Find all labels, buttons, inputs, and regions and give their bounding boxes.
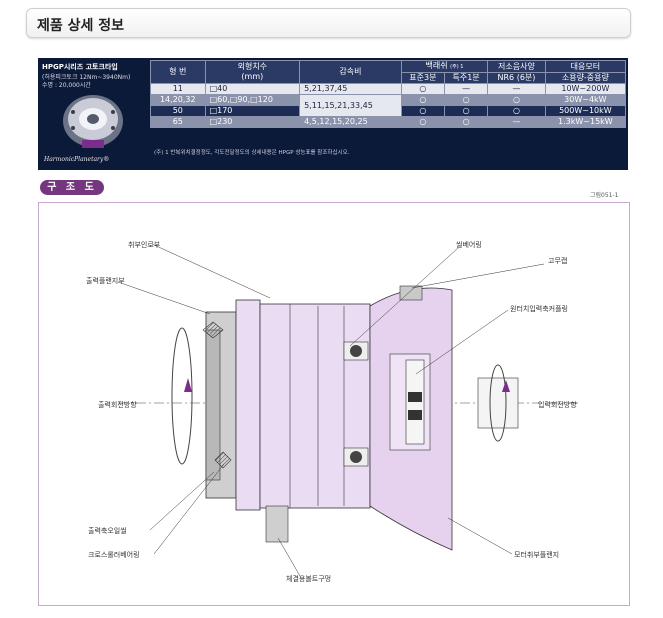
- table-row: 14,20,32 □60,□90,□120 5,11,15,21,33,45 ○…: [150, 94, 627, 117]
- output-seal: [202, 321, 224, 339]
- torque-range: (허용피크토크 12Nm~3940Nm): [42, 74, 131, 81]
- label-output-seal: 출력축오일씰: [88, 527, 127, 535]
- label-rubber-cap: 고무캡: [548, 257, 568, 265]
- section-title: 제품 상세 정보: [37, 18, 125, 34]
- housing-body: [259, 303, 371, 509]
- cross-roller: [214, 451, 232, 469]
- output-rotation-arrow: [171, 327, 193, 465]
- product-photo: [63, 95, 123, 148]
- header-nr6: NR6 (6분): [487, 72, 546, 84]
- cross-section-diagram: [117, 243, 578, 577]
- series-name: HPGP시리즈 고토크타입: [42, 63, 118, 71]
- label-output-flange: 출력플랜지부: [86, 277, 125, 285]
- product-panel: HPGP시리즈 고토크타입 (허용피크토크 12Nm~3940Nm) 수명 : …: [38, 58, 150, 170]
- header-low-noise: 저소음사양: [487, 60, 546, 73]
- label-output-rotation: 출력회전방향: [98, 401, 137, 409]
- label-seal-bearing: 씰베어링: [456, 241, 482, 249]
- label-mount-holes: 체결용볼트구멍: [286, 575, 332, 583]
- table-row: 50 □170 ○ ○ ○ 500W~10kW: [150, 105, 627, 117]
- structure-label: 구 조 도: [40, 180, 104, 195]
- label-coupling: 원터치입력축커플링: [510, 305, 568, 313]
- table-footnote: (주) 1 반복위치결정정도, 각도전달정도의 상세내용은 HPGP 성능표를 …: [154, 150, 350, 156]
- table-row: 11 □40 5,21,37,45 ○ — — 10W~200W: [150, 83, 627, 95]
- header-motor-sub: 소용량-중용량: [544, 72, 627, 84]
- header-motor: 대응모터: [544, 60, 627, 73]
- section-title-bar: 제품 상세 정보: [26, 8, 631, 38]
- mounting-bolt-boss: [265, 505, 289, 543]
- header-backlash-special: 특주1분: [443, 72, 489, 84]
- brand-logo-text: HarmonicPlanetary®: [44, 156, 110, 163]
- label-cross-roller: 크로스롤러베어링: [88, 551, 140, 559]
- housing-front: [235, 299, 261, 511]
- service-life: 수명 : 20,000시간: [42, 82, 91, 89]
- header-backlash: 백래쉬 (주) 1: [400, 60, 489, 73]
- table-row: 65 □230 4,5,12,15,20,25 ○ ○ — 1.3kW~15kW: [150, 116, 627, 128]
- input-shaft: [477, 377, 519, 429]
- spec-table: 형 번 외형치수 (mm) 감속비 백래쉬 (주) 1 저소음사양 대응모터 표…: [150, 60, 627, 128]
- label-motor-flange: 모터취부플랜지: [514, 551, 560, 559]
- rubber-cap: [399, 285, 423, 301]
- header-dimension: 외형치수 (mm): [204, 60, 301, 84]
- spec-banner: HPGP시리즈 고토크타입 (허용피크토크 12Nm~3940Nm) 수명 : …: [38, 58, 628, 170]
- header-backlash-std: 표준3분: [400, 72, 445, 84]
- input-rotation-arrow: [489, 364, 507, 442]
- header-ratio: 감속비: [299, 60, 402, 84]
- header-frame: 형 번: [150, 60, 206, 84]
- label-housing: 취부인로부: [128, 241, 161, 249]
- diagram-frame: [38, 202, 630, 606]
- label-input-rotation: 입력회전방향: [538, 401, 577, 409]
- figure-number: 그림051-1: [590, 192, 619, 199]
